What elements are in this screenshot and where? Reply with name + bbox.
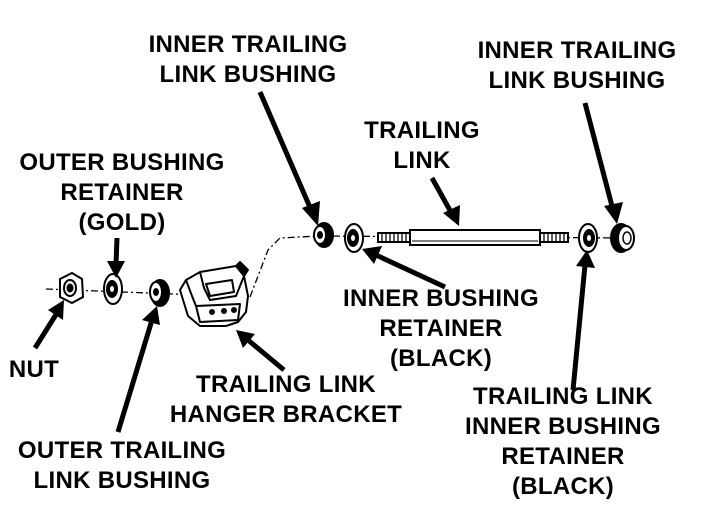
inner-trailing-link-bushing-left-part — [313, 222, 334, 248]
arrow-outer-trailing-link-bushing — [115, 306, 160, 433]
label-line: (GOLD) — [78, 209, 166, 236]
label-line: OUTER TRAILING — [17, 437, 227, 464]
label-line: INNER BUSHING — [465, 413, 661, 440]
label-inner-trailing-link-bushing-left: INNER TRAILING LINK BUSHING — [133, 30, 363, 90]
trailing-link-rod-part — [377, 229, 569, 246]
label-line: TRAILING LINK — [473, 383, 653, 410]
label-line: RETAINER — [501, 443, 625, 470]
label-inner-bushing-retainer: INNER BUSHING RETAINER (BLACK) — [326, 284, 556, 374]
label-line: TRAILING — [364, 117, 480, 144]
label-line: LINK — [393, 147, 451, 174]
label-line: LINK BUSHING — [488, 67, 666, 94]
label-nut: NUT — [4, 355, 64, 385]
nut-part — [59, 271, 85, 305]
label-line: INNER BUSHING — [343, 285, 539, 312]
arrow-outer-bushing-retainer — [107, 237, 125, 278]
hanger-bracket-part — [179, 261, 249, 327]
arrow-hanger-bracket — [236, 330, 286, 372]
arrow-nut — [32, 300, 64, 350]
label-line: NUT — [8, 356, 60, 383]
label-line: RETAINER — [379, 315, 503, 342]
trailing-link-inner-bushing-retainer-part — [578, 223, 598, 253]
arrow-inner-bushing-retainer — [362, 246, 447, 290]
arrow-inner-trailing-link-bushing-left — [257, 91, 320, 226]
label-line: INNER TRAILING — [148, 31, 348, 58]
label-line: (BLACK) — [389, 345, 493, 372]
label-line: HANGER BRACKET — [169, 401, 403, 428]
label-line: INNER TRAILING — [477, 37, 677, 64]
outer-trailing-link-bushing-part — [149, 279, 170, 307]
outer-bushing-retainer-part — [103, 273, 123, 305]
label-inner-trailing-link-bushing-right: INNER TRAILING LINK BUSHING — [462, 36, 692, 96]
label-line: TRAILING LINK — [196, 371, 376, 398]
label-line: OUTER BUSHING — [19, 149, 225, 176]
label-trailing-link: TRAILING LINK — [352, 116, 492, 176]
inner-trailing-link-bushing-right-part — [610, 223, 635, 253]
arrow-trailing-link-inner-bushing-retainer — [570, 250, 595, 391]
label-outer-trailing-link-bushing: OUTER TRAILING LINK BUSHING — [2, 436, 242, 496]
arrow-inner-trailing-link-bushing-right — [582, 102, 623, 224]
arrow-trailing-link — [429, 176, 460, 226]
label-line: LINK BUSHING — [33, 467, 211, 494]
label-line: RETAINER — [60, 179, 184, 206]
inner-bushing-retainer-part — [344, 223, 364, 253]
label-trailing-link-hanger-bracket: TRAILING LINK HANGER BRACKET — [168, 370, 404, 430]
label-line: LINK BUSHING — [159, 61, 337, 88]
leader-arrows — [32, 91, 623, 433]
label-trailing-link-inner-bushing-retainer: TRAILING LINK INNER BUSHING RETAINER (BL… — [448, 382, 678, 502]
label-line: (BLACK) — [511, 473, 615, 500]
label-outer-bushing-retainer: OUTER BUSHING RETAINER (GOLD) — [4, 148, 240, 238]
